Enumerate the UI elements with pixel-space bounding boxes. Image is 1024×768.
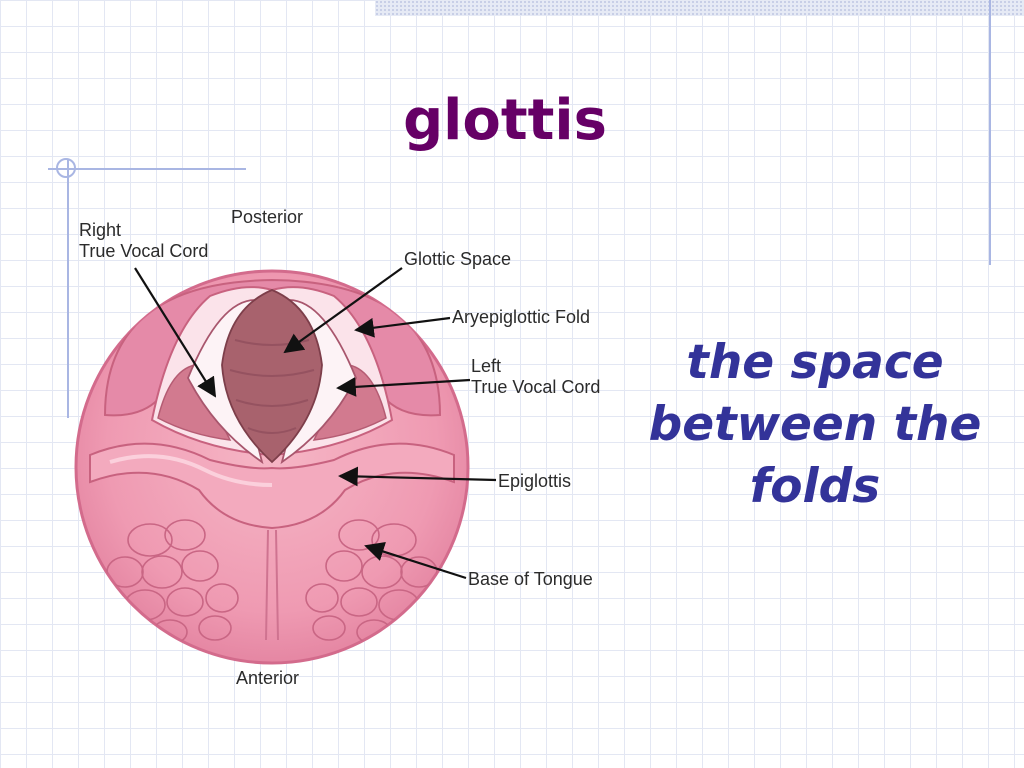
left-decor-line [67,160,69,418]
tongue-pointer [364,542,467,580]
title-underline [48,168,246,170]
left-cord-pointer [336,377,471,397]
label-base-of-tongue: Base of Tongue [468,569,593,589]
label-glottic-space: Glottic Space [404,249,511,269]
aryepiglottic-pointer [354,316,451,338]
glottic-space-pointer [283,267,403,354]
definition-line-1: the space [686,335,944,390]
label-anterior: Anterior [236,668,299,688]
trachea-ring-4 [247,427,297,434]
top-decor-bar [375,0,1024,16]
label-right-line2: True Vocal Cord [79,241,208,261]
definition-text: the space between the folds [630,332,1000,518]
epiglottis-highlight [109,454,273,487]
median-sulcus [265,529,279,641]
right-cord-pointer [134,267,217,398]
label-left-line1: Left [471,356,501,376]
epiglottis-pointer [338,466,497,487]
base-of-tongue-texture [106,519,438,645]
label-aryepiglottic-fold: Aryepiglottic Fold [452,307,590,327]
definition-line-3: folds [749,459,881,514]
right-decor-line [989,0,991,265]
label-right-line1: Right [79,220,121,240]
label-left-line2: True Vocal Cord [471,377,600,397]
label-posterior: Posterior [231,207,303,227]
label-epiglottis: Epiglottis [498,471,571,491]
trachea-ring-3 [235,399,309,407]
decor-circle [56,158,76,178]
page-title: glottis [403,88,607,153]
definition-line-2: between the [648,397,982,452]
trachea-ring-2 [229,369,315,377]
